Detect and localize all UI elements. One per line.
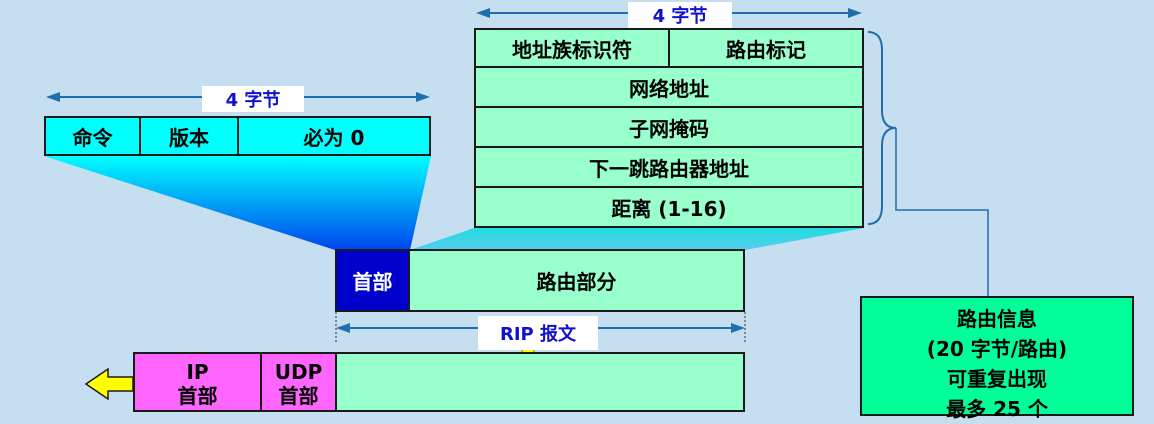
next-hop-field: 下一跳路由器地址 xyxy=(474,146,864,188)
must-be-zero-field: 必为 0 xyxy=(237,116,431,156)
network-address-field: 网络地址 xyxy=(474,66,864,108)
routing-info-line3: 可重复出现 xyxy=(947,367,1047,391)
left-arrow-icon xyxy=(84,367,134,400)
ip-header-line1: IP xyxy=(186,360,209,384)
distance-field: 距离 (1-16) xyxy=(474,186,864,228)
routing-info-line4: 最多 25 个 xyxy=(946,397,1048,421)
udp-header-line2: 首部 xyxy=(278,384,319,408)
subnet-mask-field: 子网掩码 xyxy=(474,106,864,148)
routing-part-box: 路由部分 xyxy=(408,249,745,312)
route-funnel xyxy=(410,228,864,250)
route-brace xyxy=(867,31,897,225)
rip-header-box: 首部 xyxy=(335,249,410,312)
routing-info-box: 路由信息 (20 字节/路由) 可重复出现 最多 25 个 xyxy=(860,296,1134,421)
udp-data-box xyxy=(335,352,745,412)
route-width-label: 4 字节 xyxy=(628,2,732,28)
address-family-field: 地址族标识符 xyxy=(474,28,670,68)
ip-header-line2: 首部 xyxy=(177,384,218,408)
udp-header-box: UDP 首部 xyxy=(260,352,337,412)
diagram-graphics xyxy=(44,8,989,400)
command-field: 命令 xyxy=(44,116,141,156)
udp-header-line1: UDP xyxy=(274,360,323,384)
version-field: 版本 xyxy=(139,116,239,156)
header-width-label: 4 字节 xyxy=(202,86,304,112)
route-tag-field: 路由标记 xyxy=(668,28,864,68)
brace-connector xyxy=(895,128,989,296)
routing-info-line1: 路由信息 xyxy=(957,307,1037,331)
rip-message-label: RIP 报文 xyxy=(478,316,598,350)
routing-info-line2: (20 字节/路由) xyxy=(926,337,1068,361)
ip-header-box: IP 首部 xyxy=(133,352,262,412)
header-funnel xyxy=(44,156,431,250)
